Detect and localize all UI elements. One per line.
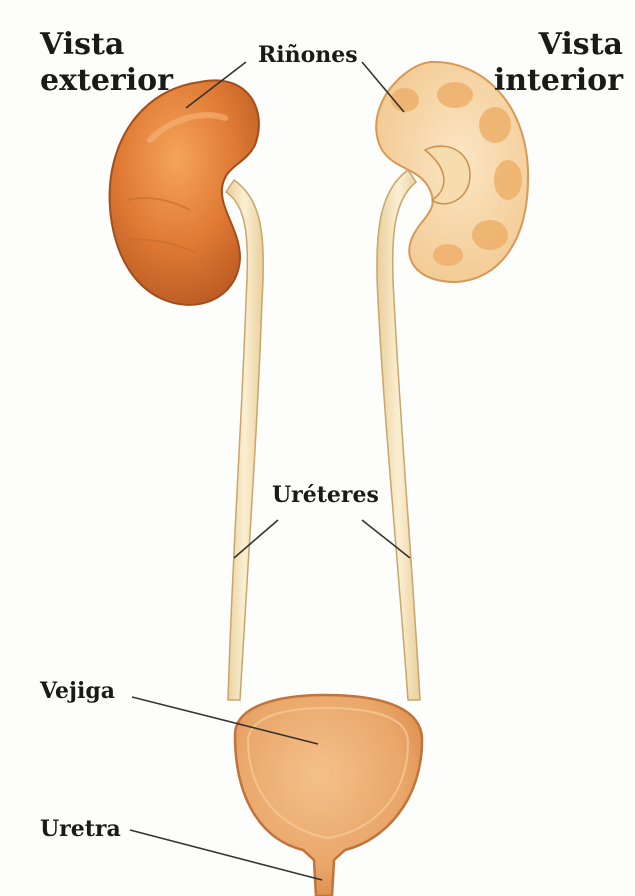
vista-interior-label-line1: Vista: [539, 30, 623, 60]
vejiga-label: Vejiga: [40, 680, 115, 702]
ureteres-label: Uréteres: [272, 484, 379, 506]
rinones-label: Riñones: [258, 44, 358, 66]
uretra-label: Uretra: [40, 818, 121, 840]
vista-exterior-label-line2: exterior: [40, 66, 173, 96]
vista-interior-label-line2: interior: [494, 66, 623, 96]
vista-exterior-label-line1: Vista: [40, 30, 124, 60]
